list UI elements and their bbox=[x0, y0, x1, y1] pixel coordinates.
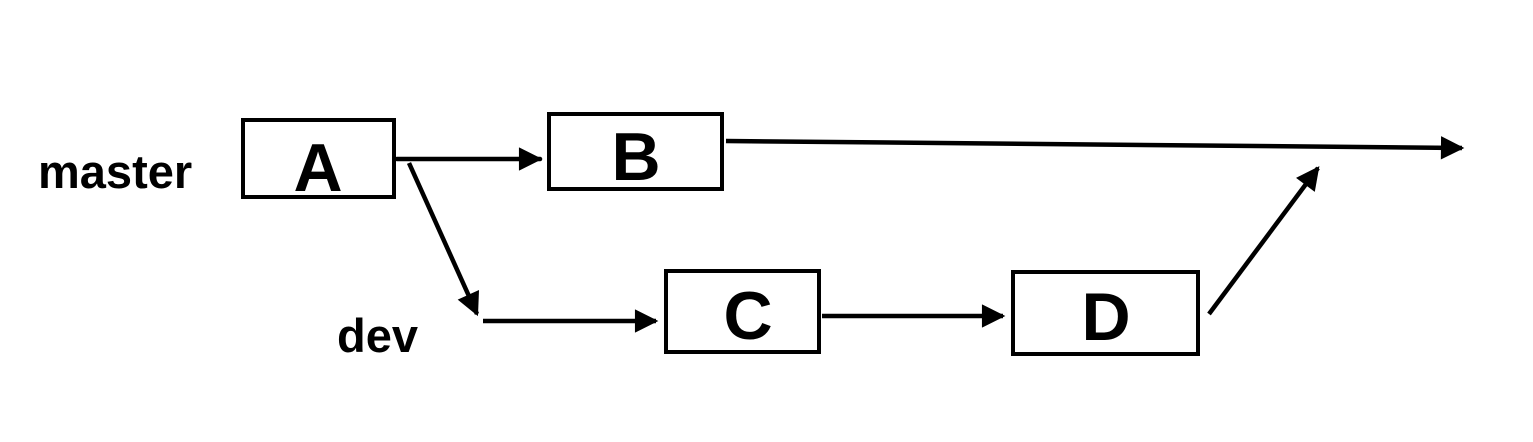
commit-node-c: C bbox=[664, 269, 821, 354]
edge-master-continuation-arrow bbox=[725, 136, 1465, 160]
commit-label-a: A bbox=[293, 130, 342, 206]
edge-a-to-dev-branch-arrow bbox=[406, 162, 480, 317]
commit-box-b bbox=[547, 112, 724, 191]
commit-node-b: B bbox=[547, 112, 724, 195]
commit-label-b: B bbox=[611, 119, 660, 195]
commit-box-c bbox=[664, 269, 821, 354]
edge-d-to-master-merge-arrow bbox=[1207, 166, 1320, 316]
commit-node-d: D bbox=[1011, 270, 1200, 356]
branch-label-master: master bbox=[38, 145, 192, 198]
commit-box-a bbox=[241, 118, 396, 199]
branch-label-dev: dev bbox=[337, 309, 418, 362]
commit-label-d: D bbox=[1081, 279, 1130, 355]
commit-node-a: A bbox=[241, 118, 396, 206]
commit-label-c: C bbox=[723, 278, 772, 354]
commit-box-d bbox=[1011, 270, 1200, 356]
